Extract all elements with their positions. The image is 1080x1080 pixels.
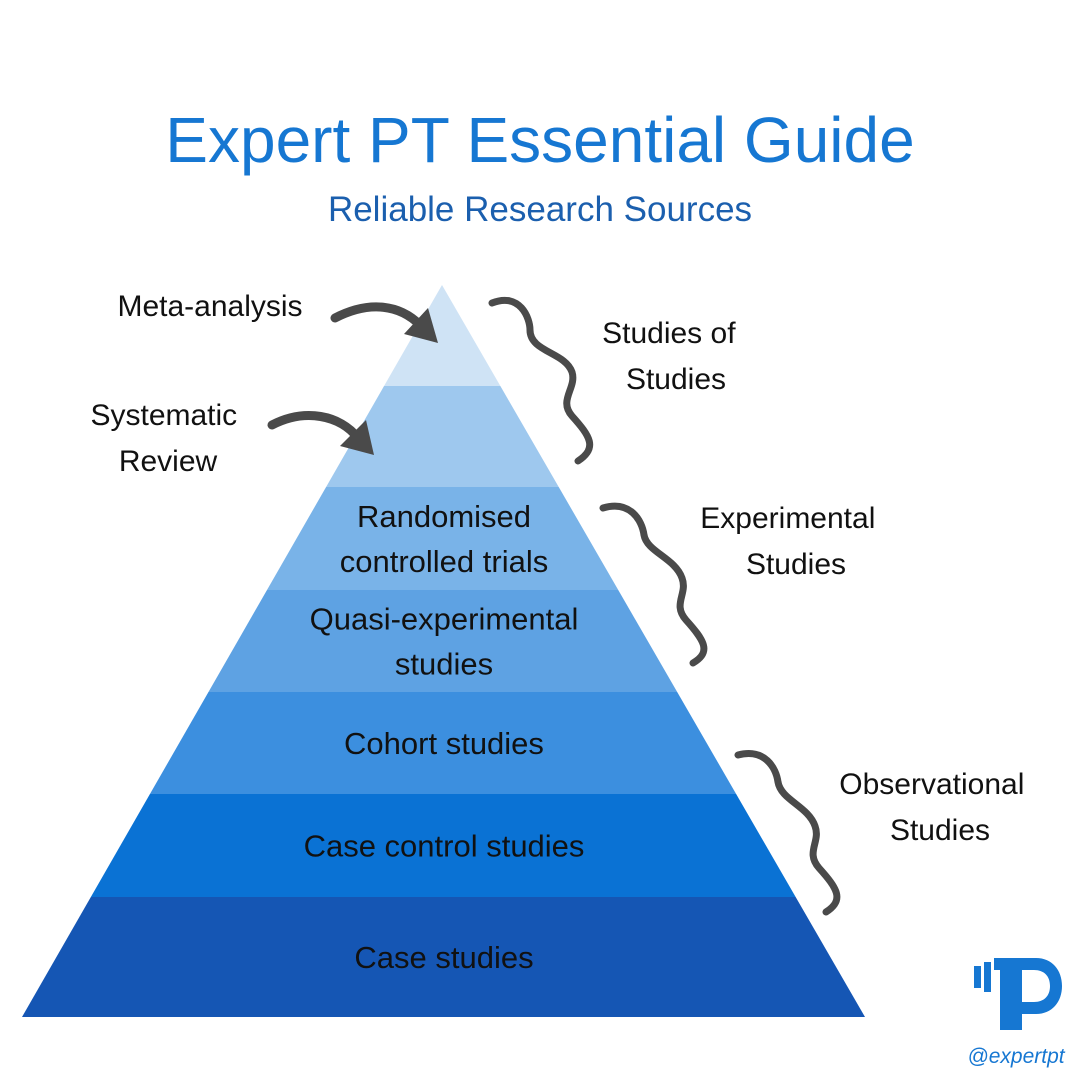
observational-studies-brace [734, 750, 841, 916]
page-subtitle: Reliable Research Sources [327, 190, 753, 229]
pyramid-tiers [22, 285, 865, 1017]
pyramid-tier-6-label: Case control studies [304, 829, 585, 864]
pyramid-tier-4 [208, 590, 678, 692]
experimental-studies-label: Experimental Studies [700, 502, 883, 581]
pyramid-tier-2 [326, 386, 559, 487]
meta-analysis-label: Meta-analysis [117, 290, 302, 323]
studies-of-studies-label: Studies of Studies [602, 317, 744, 396]
expertpt-logo [974, 958, 1062, 1030]
page-title: Expert PT Essential Guide [165, 104, 915, 176]
systematic-review-arrow [267, 411, 374, 455]
pyramid-tier-7-label: Case studies [354, 940, 533, 975]
systematic-review-label: Systematic Review [90, 399, 245, 478]
pyramid-tier-5 [149, 692, 737, 794]
pyramid-tier-7 [22, 897, 865, 1017]
meta-analysis-arrow [330, 302, 438, 343]
pyramid-tier-3 [267, 487, 619, 590]
pyramid-tier-6 [90, 794, 796, 897]
observational-studies-label: Observational Studies [839, 768, 1032, 847]
studies-of-studies-brace [488, 297, 594, 465]
experimental-studies-brace [599, 502, 708, 667]
pyramid-tier-1 [384, 285, 501, 386]
pyramid-tier-5-label: Cohort studies [344, 726, 544, 761]
brand-handle: @expertpt [967, 1045, 1065, 1068]
